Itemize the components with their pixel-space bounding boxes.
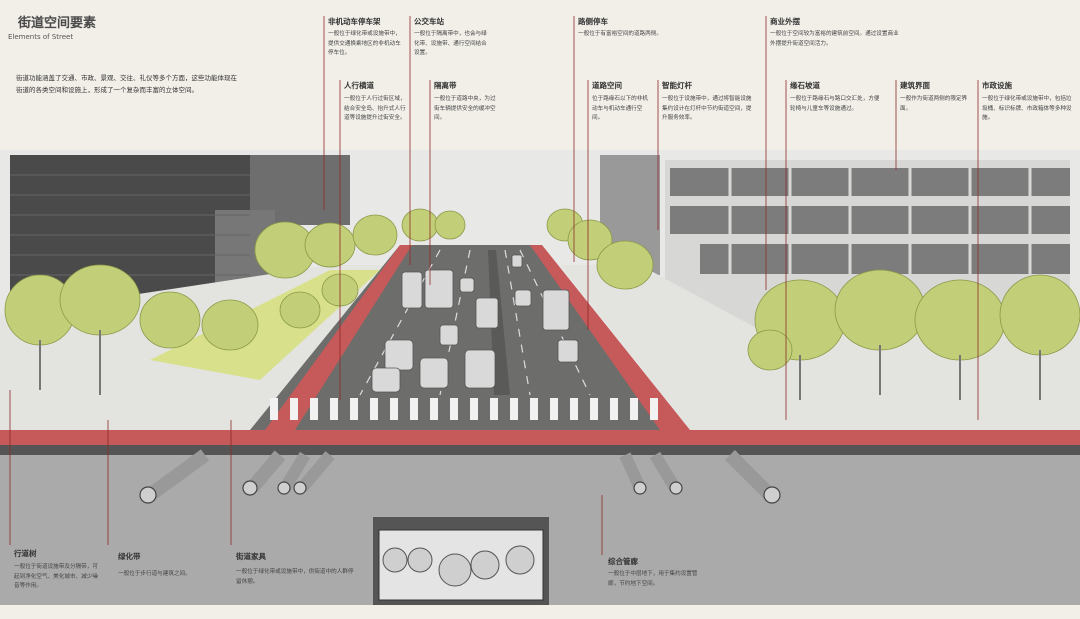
label-bus-stop: 公交车站: [414, 17, 444, 26]
label-median: 隔离带: [434, 81, 457, 90]
desc-green-belt: 一般位于步行道与建筑之间。: [118, 571, 191, 577]
label-building-interface: 建筑界面: [900, 81, 930, 90]
desc-building-interface: 一般作为街道两侧的限定界面。: [900, 96, 968, 112]
desc-bike-parking: 一般位于绿化带或设施带中，提供交通换乘地区的非机动车停车位。: [328, 31, 401, 56]
label-crosswalk: 人行横道: [344, 81, 374, 90]
desc-street-furniture: 一般位于绿化带或设施带中，供街道中的人群停留休憩。: [236, 569, 354, 585]
label-smart-pole: 智能灯杆: [662, 81, 692, 90]
desc-smart-pole: 一般位于设施带中，通过将智能设施集约设计在灯杆中节约街道空间，提升服务效率。: [662, 96, 752, 121]
label-commercial-extension: 商业外摆: [770, 17, 800, 26]
vehicles: [371, 254, 579, 393]
desc-street-trees: 一般位于街道设施带及分隔带，可起到净化空气、美化城市、减少噪音等作用。: [14, 564, 98, 589]
page-subtitle: Elements of Street: [8, 33, 74, 41]
desc-median: 一般位于道路中央，为过街车辆提供安全的缓冲空间。: [434, 96, 496, 121]
underground-pipes: [139, 449, 781, 504]
intro-text: 街道功能涵盖了交通、市政、景观、交往、礼仪等多个方面，这些功能体现在街道的各类空…: [16, 74, 237, 94]
label-road-space: 道路空间: [592, 81, 622, 90]
desc-utility-tunnel: 一般位于中层地下，用于集约设置管廊，节约地下空间。: [608, 571, 698, 587]
label-street-trees: 行道树: [14, 549, 37, 558]
label-roadside-parking: 路侧停车: [578, 17, 608, 26]
left-buildings: [10, 155, 350, 295]
page-title: 街道空间要素: [18, 16, 97, 31]
desc-road-space: 位于路缘石以下的非机动车与机动车通行空间。: [592, 96, 648, 121]
desc-crosswalk: 一般位于人行过街区域，结合安全岛、抬升式人行道等设施提升过街安全。: [344, 96, 406, 121]
right-trees: [546, 208, 1080, 371]
desc-bus-stop: 一般位于隔离带中，也会与绿化带、设施带、通行空间结合设置。: [414, 31, 487, 56]
label-utility-tunnel: 综合管廊: [608, 557, 638, 566]
desc-roadside-parking: 一般位于有富裕空间的道路两侧。: [578, 31, 662, 37]
utility-tunnel-section: [373, 517, 549, 605]
label-green-belt: 绿化带: [118, 552, 141, 561]
desc-commercial-extension: 一般位于空间较为富裕的建筑前空间。通过设置商业外摆提升街道空间活力。: [770, 31, 899, 47]
label-street-furniture: 街道家具: [236, 552, 266, 561]
label-curb-ramp: 缘石坡道: [790, 81, 820, 90]
label-municipal-facilities: 市政设施: [982, 81, 1012, 90]
left-trees: [4, 208, 466, 351]
label-bike-parking: 非机动车停车架: [328, 17, 381, 26]
desc-curb-ramp: 一般位于路缘石与路口交汇处，方便轮椅与儿童车等设施通过。: [790, 96, 880, 112]
desc-municipal-facilities: 一般位于绿化带或设施带中，包括垃圾桶、标识标牌、市政箱体等多种设施。: [982, 96, 1072, 121]
